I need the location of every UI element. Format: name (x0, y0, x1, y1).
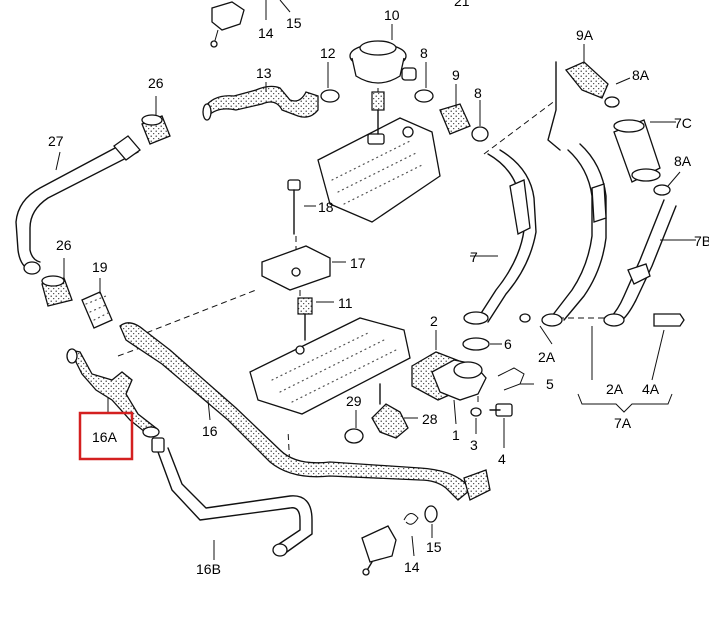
label-16B: 16B (196, 561, 221, 577)
label-29: 29 (346, 393, 362, 409)
spring-clip-5 (497, 367, 534, 391)
label-6: 6 (504, 336, 512, 352)
connector-9A (564, 44, 609, 99)
label-11: 11 (338, 295, 353, 311)
hose-7 (463, 149, 537, 325)
clamp-8a-top (414, 62, 434, 103)
label-18: 18 (318, 199, 334, 215)
clamp-12 (320, 62, 340, 103)
sleeve-26-lower (41, 258, 73, 307)
screw-18 (287, 179, 316, 235)
label-4: 4 (498, 451, 506, 467)
hose-end-fittings (519, 313, 685, 381)
label-7C: 7C (674, 115, 692, 131)
ring-15-lower (424, 505, 438, 538)
label-16A: 16A (92, 429, 118, 445)
label-28: 28 (422, 411, 438, 427)
part-labels: 10 21 14 15 12 8 9 8 13 9A 8A 7C 8A 7B 2… (48, 0, 709, 577)
label-8-lower: 8 (474, 85, 482, 101)
highlight-box-16A (78, 411, 134, 461)
clamp-8A-upper (604, 77, 631, 108)
clamp-8A-lower (653, 171, 681, 196)
label-26-upper: 26 (148, 75, 164, 91)
hose-16 (119, 322, 491, 501)
label-27: 27 (48, 133, 64, 149)
label-17: 17 (350, 255, 366, 271)
clip-14-lower (361, 513, 419, 576)
bracket-7A (577, 326, 673, 413)
label-8A-upper: 8A (632, 67, 650, 83)
label-15-top: 15 (286, 15, 302, 31)
hose-13 (202, 82, 319, 121)
label-8-upper: 8 (420, 45, 428, 61)
label-4A: 4A (642, 381, 660, 397)
clip-top-part (210, 0, 291, 48)
label-9A: 9A (576, 27, 594, 43)
label-19: 19 (92, 259, 108, 275)
label-12: 12 (320, 45, 336, 61)
label-15-lower: 15 (426, 539, 442, 555)
label-2A-bracket: 2A (606, 381, 624, 397)
label-16: 16 (202, 423, 218, 439)
connector-19 (81, 278, 113, 329)
valve-part (349, 24, 417, 84)
label-9: 9 (452, 67, 460, 83)
label-2A-mid: 2A (538, 349, 556, 365)
cylinder-head-cover-lower (249, 317, 411, 415)
screw-4 (489, 403, 513, 448)
label-14-top: 14 (258, 25, 274, 41)
label-10: 10 (384, 7, 400, 23)
cover-screw (371, 91, 385, 135)
hose-16A (66, 348, 160, 438)
label-5: 5 (546, 376, 554, 392)
label-7B: 7B (694, 233, 709, 249)
bracket-17 (261, 245, 346, 291)
label-3: 3 (470, 437, 478, 453)
sleeve-26-upper (141, 96, 171, 145)
label-2: 2 (430, 313, 438, 329)
fitting-11 (297, 297, 334, 341)
hose-9 (439, 84, 471, 135)
cylinder-head-cover-upper (317, 117, 441, 223)
label-7: 7 (470, 249, 478, 265)
screw-3 (470, 407, 482, 434)
connector-28 (371, 383, 418, 439)
label-14-lower: 14 (404, 559, 420, 575)
label-13: 13 (256, 65, 272, 81)
hose-7A-left (547, 61, 607, 321)
label-1: 1 (452, 427, 460, 443)
label-26-lower: 26 (56, 237, 72, 253)
hose-7B (609, 199, 696, 323)
label-7A: 7A (614, 415, 632, 431)
clamp-8b (471, 100, 489, 142)
fuel-filter-7C (613, 119, 676, 183)
o-ring-6 (462, 337, 502, 351)
pipe-16B (151, 437, 313, 560)
flange-part-2 (411, 330, 487, 425)
clamp-29 (344, 410, 364, 444)
label-8A-lower: 8A (674, 153, 692, 169)
label-21: 21 (454, 0, 470, 9)
hose-27 (15, 135, 141, 275)
